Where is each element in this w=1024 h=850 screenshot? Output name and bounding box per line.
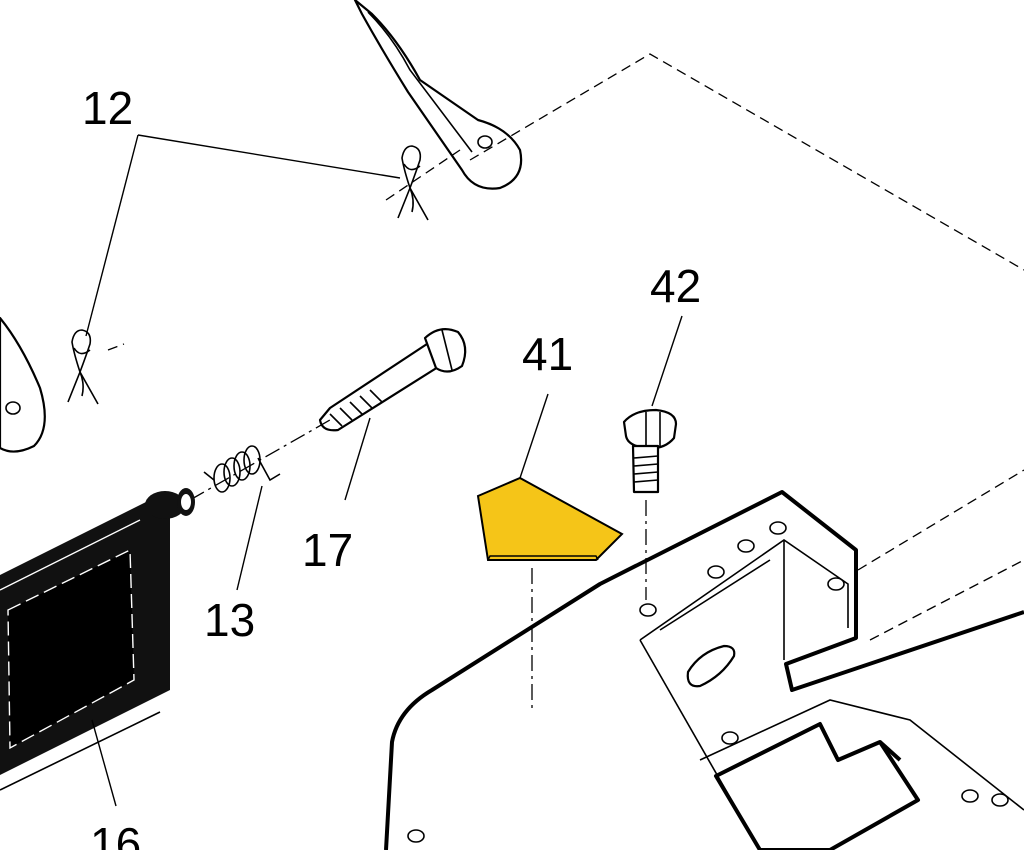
callout-12: 12 (82, 82, 133, 134)
frame-housing (384, 490, 1024, 850)
callout-17: 17 (302, 524, 353, 576)
callout-16: 16 (90, 818, 141, 850)
hairpin-cotter-pin-left (67, 329, 99, 405)
roller-assembly-16 (0, 488, 195, 791)
upper-arm-bracket (353, 0, 523, 190)
callout-41: 41 (522, 328, 573, 380)
bolt-17 (318, 327, 467, 432)
leader-lines (85, 134, 683, 807)
callout-42: 42 (650, 260, 701, 312)
shim-plate-41-highlighted (476, 476, 624, 561)
callout-13: 13 (204, 594, 255, 646)
left-arm-bracket (0, 316, 46, 453)
hex-bolt-42 (622, 408, 678, 494)
hairpin-cotter-pin-upper (397, 145, 429, 221)
